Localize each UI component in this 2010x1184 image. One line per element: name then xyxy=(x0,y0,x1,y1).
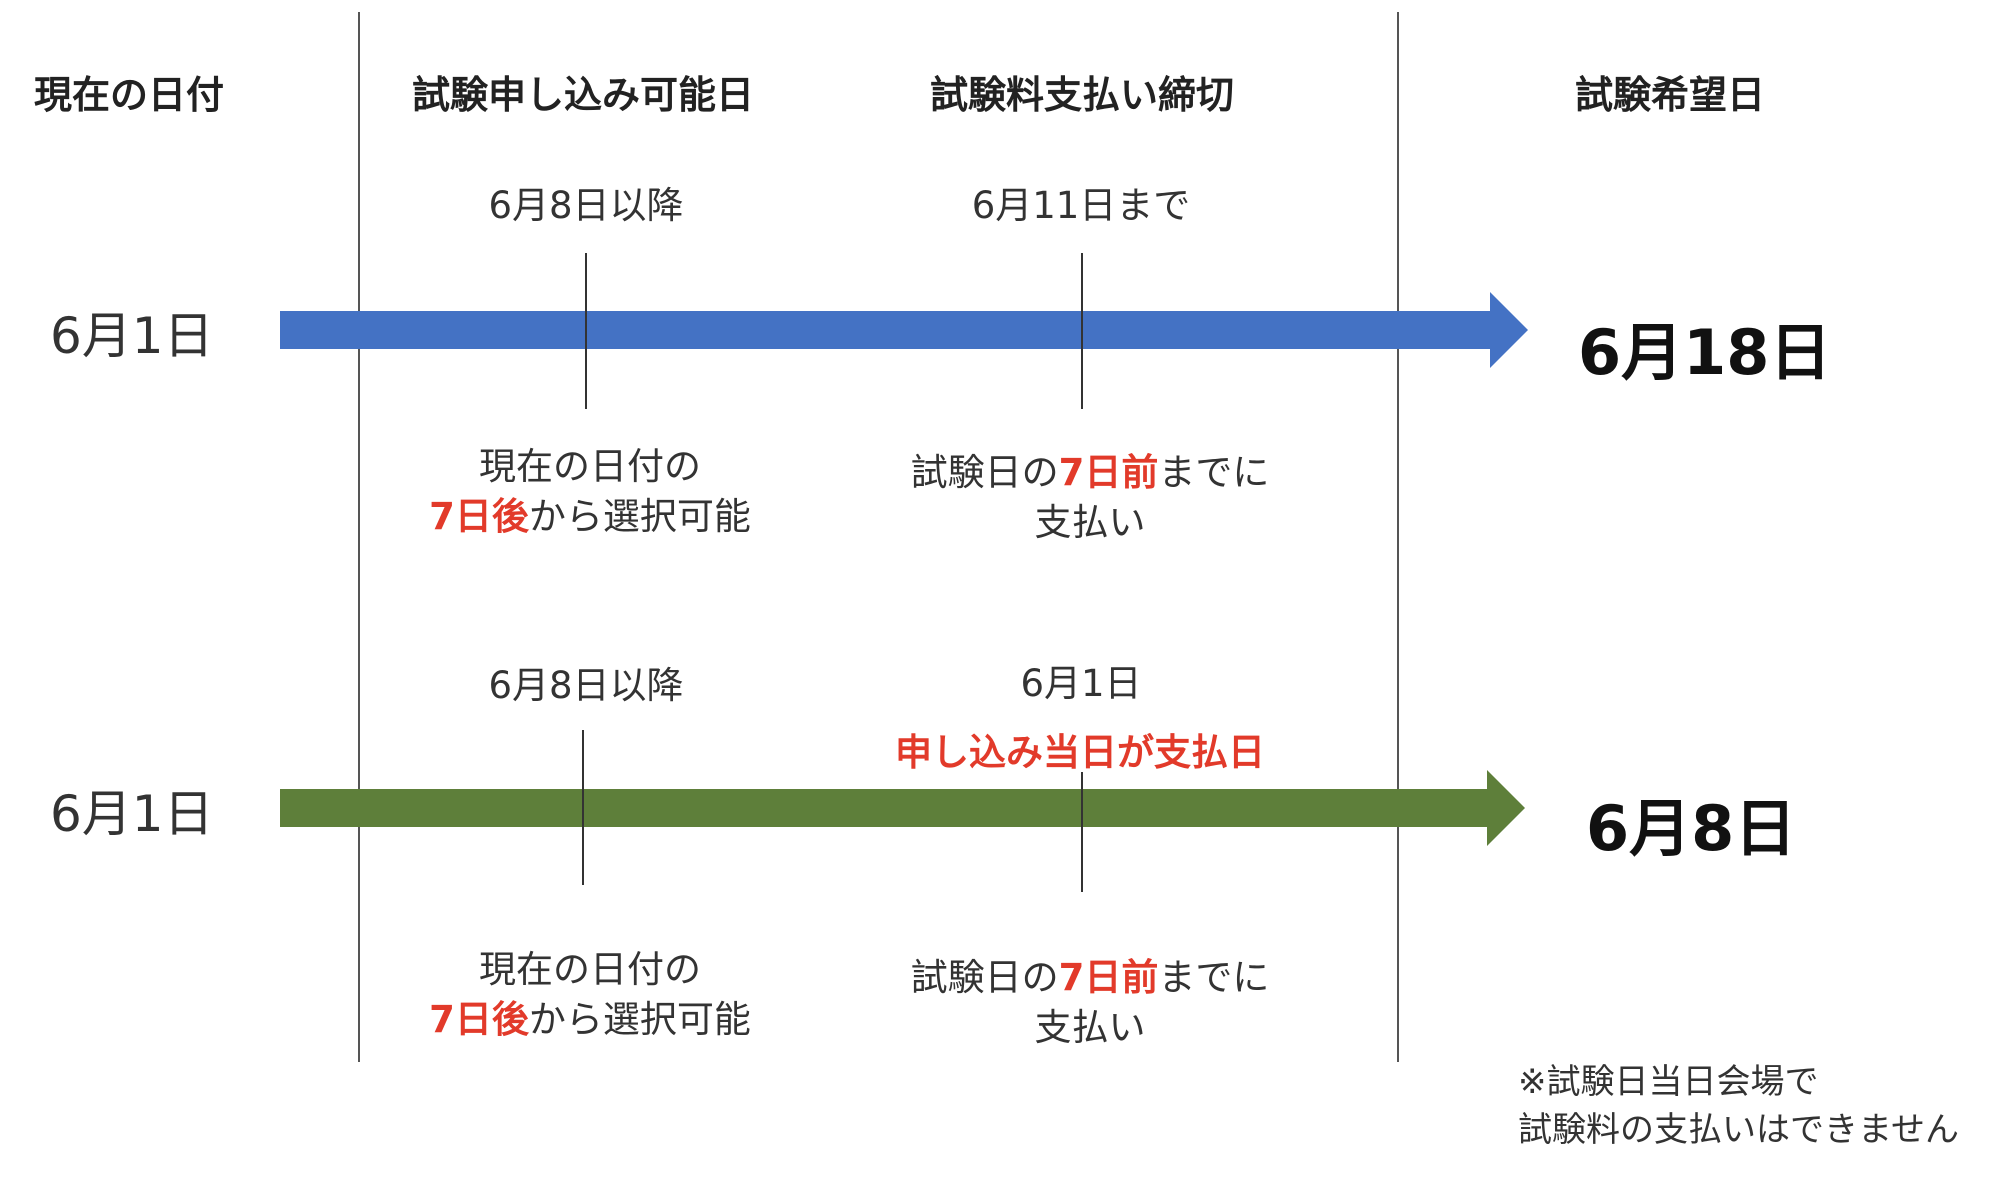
row2-start-date: 6月1日 xyxy=(50,785,214,843)
row1-application-tick xyxy=(585,253,587,409)
row2-payment-date: 6月1日 xyxy=(1020,662,1142,705)
row1-start-date: 6月1日 xyxy=(50,307,214,365)
row2-application-note-highlight: 7日後 xyxy=(429,998,529,1041)
row2-end-date: 6月8日 xyxy=(1586,792,1797,865)
row2-payment-note-suffix: までに xyxy=(1158,956,1270,999)
row1-payment-note-prefix: 試験日の xyxy=(910,451,1059,494)
row2-payment-note: 試験日の7日前までに 支払い xyxy=(890,953,1290,1053)
row2-payment-tick xyxy=(1081,772,1083,892)
footnote-line1: ※試験日当日会場で xyxy=(1518,1062,1819,1102)
footnote: ※試験日当日会場で 試験料の支払いはできません xyxy=(1518,1058,1959,1154)
row2-payment-note-line2: 支払い xyxy=(1034,1006,1146,1049)
separator-right xyxy=(1397,12,1399,1062)
row2-application-date: 6月8日以降 xyxy=(488,664,684,707)
row1-payment-date: 6月11日まで xyxy=(971,184,1191,227)
footnote-line2: 試験料の支払いはできません xyxy=(1518,1110,1959,1150)
row2-payment-note-line1: 試験日の7日前までに xyxy=(890,953,1290,1003)
row2-timeline-arrow xyxy=(280,770,1525,846)
row2-payment-note-prefix: 試験日の xyxy=(910,956,1059,999)
row1-payment-note-line1: 試験日の7日前までに xyxy=(890,448,1290,498)
row2-application-tick xyxy=(582,730,584,885)
row1-payment-note: 試験日の7日前までに 支払い xyxy=(890,448,1290,548)
row1-application-note-highlight: 7日後 xyxy=(429,495,529,538)
row2-application-note: 現在の日付の 7日後から選択可能 xyxy=(420,945,760,1045)
row1-end-date: 6月18日 xyxy=(1578,316,1832,389)
row2-payment-callout: 申し込み当日が支払日 xyxy=(895,731,1265,774)
row2-application-note-line2: 7日後から選択可能 xyxy=(420,995,760,1045)
row2-payment-note-highlight: 7日前 xyxy=(1058,956,1159,999)
row1-payment-note-line2: 支払い xyxy=(1034,501,1146,544)
row1-payment-note-suffix: までに xyxy=(1158,451,1270,494)
header-current-date: 現在の日付 xyxy=(34,73,225,117)
row1-timeline-arrow xyxy=(280,292,1528,368)
row1-application-note-line2: 7日後から選択可能 xyxy=(420,492,760,542)
row1-application-note: 現在の日付の 7日後から選択可能 xyxy=(420,442,760,542)
row1-application-date: 6月8日以降 xyxy=(488,184,684,227)
header-application-available: 試験申し込み可能日 xyxy=(412,73,755,117)
separator-left xyxy=(358,12,360,1062)
row1-payment-note-highlight: 7日前 xyxy=(1058,451,1159,494)
header-desired-exam-date: 試験希望日 xyxy=(1575,73,1766,117)
row1-payment-tick xyxy=(1081,253,1083,409)
row1-application-note-rest: から選択可能 xyxy=(528,495,751,538)
header-payment-deadline: 試験料支払い締切 xyxy=(930,73,1235,117)
row2-application-note-rest: から選択可能 xyxy=(528,998,751,1041)
row1-application-note-line1: 現在の日付の xyxy=(479,445,701,488)
row2-application-note-line1: 現在の日付の xyxy=(479,948,701,991)
